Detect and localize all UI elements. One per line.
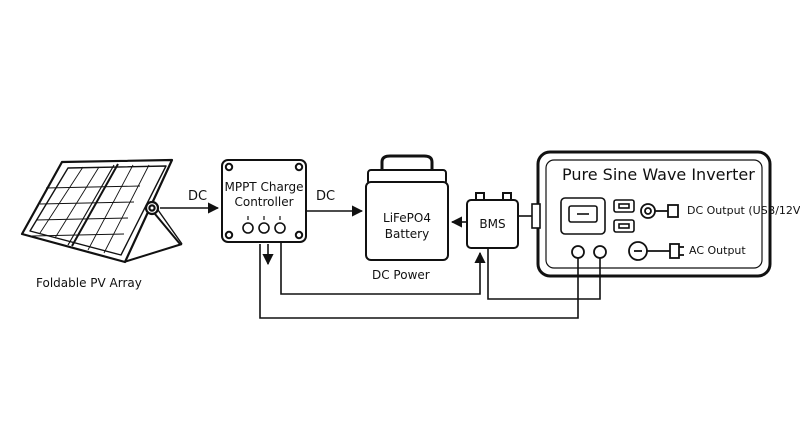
dc-power-loop-wire [280,242,486,295]
controller-label: MPPT Charge Controller [222,180,306,210]
dc-label-controller: DC [316,189,336,204]
controller-label-line2: Controller [234,195,294,209]
battery-label: LiFePO4 Battery [366,210,448,242]
pv-array-label: Foldable PV Array [36,276,142,290]
dc-power-label: DC Power [372,268,430,282]
mppt-controller-box [221,159,307,243]
ac-output-label: AC Output [689,244,746,257]
controller-label-line1: MPPT Charge [224,180,304,194]
bms-label: BMS [479,217,506,231]
inverter-ac-socket [560,197,606,235]
dc-output-label: DC Output (USB/12V) [687,204,800,217]
inverter-controller-return-wire [259,244,579,319]
inverter-title: Pure Sine Wave Inverter [562,165,755,184]
ac-plug-icon [647,243,684,259]
bms-box [466,192,519,249]
battery-icon [365,154,449,261]
dc-label-pv: DC [188,189,208,204]
inverter-bms-return-wire [487,248,601,300]
solar-panel-icon [20,158,183,264]
dc-output-icon [655,204,679,218]
inverter-usb-ports [613,199,635,233]
battery-label-line2: Battery [384,227,430,241]
battery-label-line1: LiFePO4 [383,211,431,225]
